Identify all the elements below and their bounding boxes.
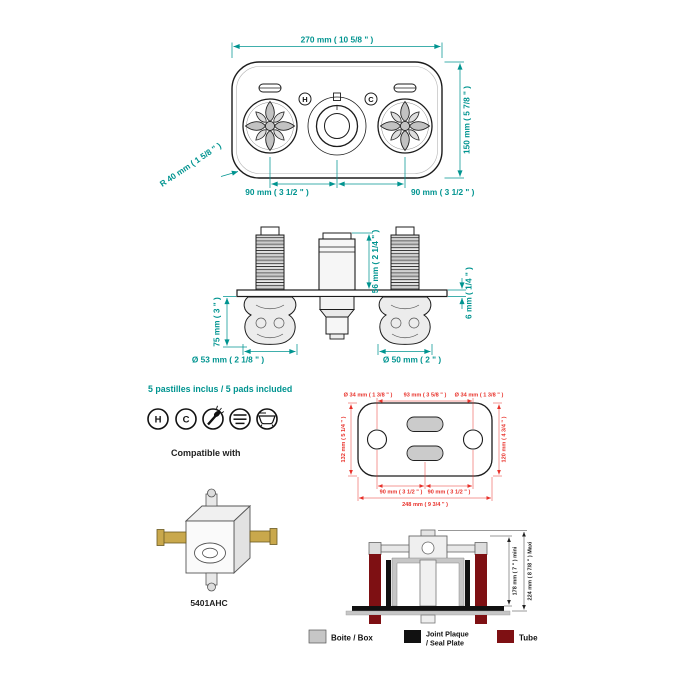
right-valve-stem — [390, 234, 420, 291]
dim-hole-left: Ø 34 mm ( 1 3/8 " ) — [344, 393, 393, 399]
cold-pad-label: C — [183, 415, 190, 426]
installation-section-view: 178 mm ( 7 " ) mini 224 mm ( 8 7/8 " ) M… — [345, 529, 534, 624]
dim-depth-max: 224 mm ( 8 7/8 " ) Maxi — [528, 541, 534, 600]
dim-plate-height: 150 mm ( 5 7/8 " ) — [462, 86, 472, 154]
legend: Boite / Box Joint Plaque / Seal Plate Tu… — [308, 629, 538, 648]
dim-seal-plate-right-height: 120 mm ( 4 3/4 " ) — [502, 416, 508, 462]
tube-left — [369, 554, 381, 612]
center-stem-cap — [322, 232, 352, 240]
dim-seal-plate-left-height: 132 mm ( 5 1/4 " ) — [341, 416, 347, 462]
center-stub — [420, 614, 436, 624]
rough-in-valve-section — [368, 529, 488, 561]
tube-right — [475, 554, 487, 612]
dim-slot-width: 93 mm ( 3 5/8 " ) — [404, 393, 447, 399]
legend-tube-swatch — [497, 630, 514, 643]
dim-right-handle-spacing: 90 mm ( 3 1/2 " ) — [411, 187, 475, 197]
hot-pad — [147, 408, 169, 430]
hot-badge-label: H — [302, 95, 307, 104]
dim-stem-height: 56 mm ( 2 1/4 " ) — [370, 230, 380, 294]
seal-plate-slot-bottom — [406, 445, 444, 461]
screw-slot-left — [258, 83, 282, 93]
legend-seal-plate-label-line1: Joint Plaque — [426, 630, 469, 639]
cold-badge-label: C — [368, 95, 374, 104]
installation-dimensions: 178 mm ( 7 " ) mini 224 mm ( 8 7/8 " ) M… — [438, 530, 534, 612]
side-handle-right — [378, 296, 432, 345]
seal-plate-view: Ø 34 mm ( 1 3/8 " ) 93 mm ( 3 5/8 " ) Ø … — [341, 393, 508, 509]
legend-box-swatch — [308, 629, 327, 644]
legend-seal-plate-label-line2: / Seal Plate — [426, 639, 464, 648]
dim-handle-depth: 75 mm ( 3 " ) — [212, 297, 222, 347]
dim-seal-total-width: 248 mm ( 9 3/4 " ) — [402, 502, 448, 508]
legend-tube-label: Tube — [519, 634, 538, 643]
seal-plate-dimensions: Ø 34 mm ( 1 3/8 " ) 93 mm ( 3 5/8 " ) Ø … — [341, 393, 508, 509]
pads-section: 5 pastilles inclus / 5 pads included H C — [147, 384, 292, 430]
dim-left-handle-diameter: Ø 53 mm ( 2 1/8 " ) — [192, 355, 264, 365]
valve-inlet-left — [161, 531, 187, 544]
dim-plate-width: 270 mm ( 10 5/8 " ) — [301, 35, 374, 45]
dim-right-knob-diameter: Ø 50 mm ( 2 " ) — [383, 355, 442, 365]
cross-handle-left — [242, 98, 298, 154]
bathtub-pad-icon — [256, 408, 278, 430]
seal-plate-section — [352, 606, 504, 611]
box-flange — [345, 610, 511, 616]
dim-hole-right: Ø 34 mm ( 1 3/8 " ) — [455, 393, 504, 399]
compatible-title: Compatible with — [171, 448, 241, 458]
center-valve-body — [318, 238, 356, 291]
dim-seal-right-spacing: 90 mm ( 3 1/2 " ) — [428, 490, 471, 496]
valve-inlet-right — [249, 530, 273, 543]
side-view: 56 mm ( 2 1/4 " ) 6 mm ( 1/4 " ) 75 mm (… — [192, 226, 474, 365]
cold-badge — [364, 92, 378, 106]
seal-plate-edge-right — [465, 560, 470, 607]
trim-plate-side — [236, 289, 448, 298]
dim-plate-thickness: 6 mm ( 1/4 " ) — [464, 267, 474, 319]
seal-plate-slot-top — [406, 416, 444, 432]
screw-slot-right — [393, 83, 417, 93]
hot-pad-label: H — [155, 415, 162, 426]
handshower-pad-icon — [202, 405, 225, 430]
side-handle-left — [243, 296, 297, 345]
center-knob-side — [318, 296, 356, 340]
compatible-model: 5401AHC — [190, 598, 227, 608]
dim-seal-left-spacing: 90 mm ( 3 1/2 " ) — [380, 490, 423, 496]
left-stem-cap — [260, 226, 280, 236]
seal-plate-edge-left — [386, 560, 391, 607]
cascade-pad-icon — [229, 408, 251, 430]
dim-left-handle-spacing: 90 mm ( 3 1/2 " ) — [245, 187, 309, 197]
compatible-valve-illustration — [156, 488, 278, 592]
left-valve-stem — [255, 234, 285, 291]
center-cartridge-section — [419, 559, 437, 607]
hot-badge — [298, 92, 312, 106]
compatible-section: Compatible with 5401AHC — [156, 448, 278, 608]
seal-plate-hole-left — [366, 429, 388, 450]
tube-stub-right — [475, 615, 487, 624]
center-knob — [307, 92, 367, 156]
pads-title: 5 pastilles inclus / 5 pads included — [148, 384, 292, 394]
side-view-dimensions: 56 mm ( 2 1/4 " ) 6 mm ( 1/4 " ) 75 mm (… — [192, 230, 474, 365]
legend-seal-plate-swatch — [404, 630, 421, 643]
legend-box-label: Boite / Box — [331, 634, 373, 643]
dim-depth-min: 178 mm ( 7 " ) mini — [513, 546, 519, 595]
cold-pad — [175, 408, 197, 430]
seal-plate-hole-right — [462, 429, 484, 450]
cross-handle-right — [377, 98, 433, 154]
right-stem-cap — [395, 226, 415, 236]
tube-stub-left — [369, 615, 381, 624]
